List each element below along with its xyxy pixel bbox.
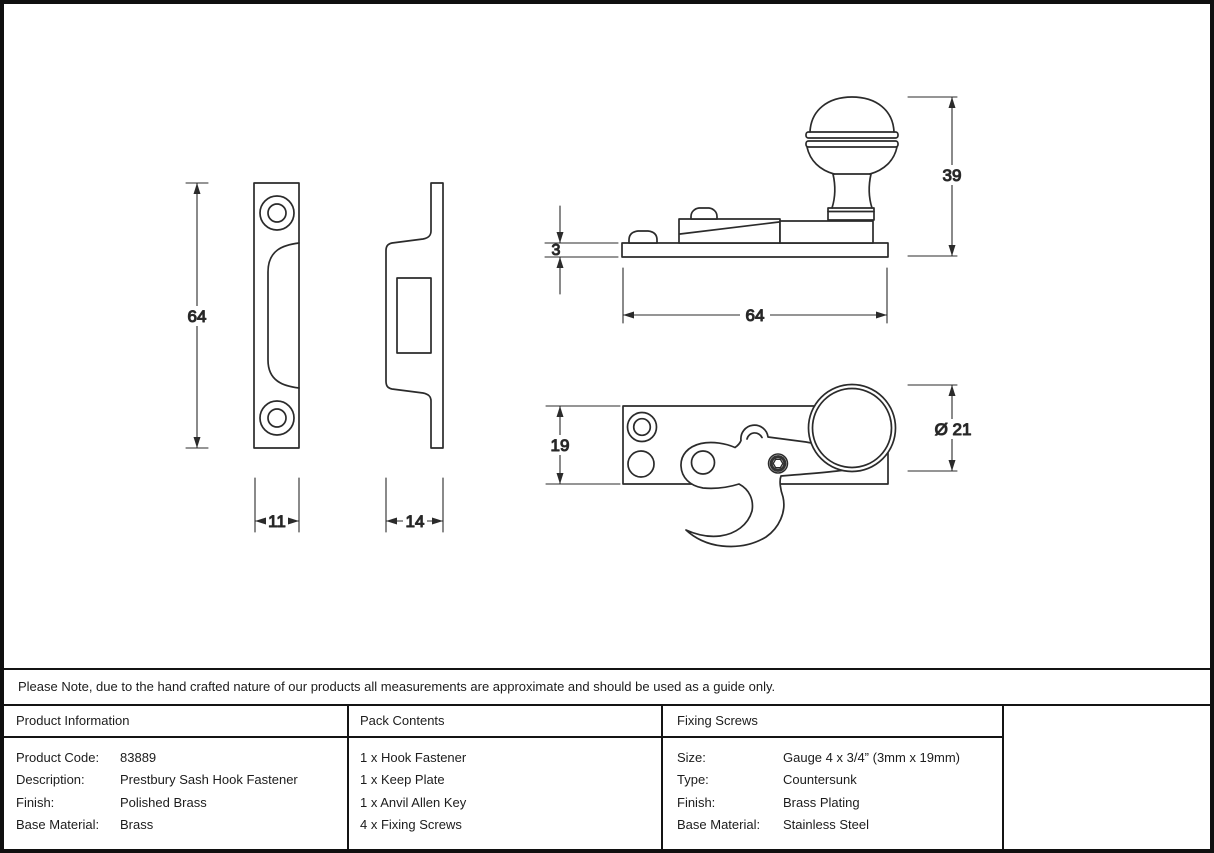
dimension-keep-plate-depth: 14	[385, 477, 444, 533]
keep-plate-front-view	[253, 182, 300, 449]
column-divider-2	[661, 704, 663, 849]
column-divider-3	[1002, 704, 1004, 849]
table-row: Finish: Brass Plating	[677, 795, 860, 811]
row-label: Finish:	[677, 795, 716, 810]
dimension-keep-plate-height: 64	[183, 182, 211, 449]
hook-pivot-hole	[690, 450, 716, 475]
keep-recess	[267, 242, 300, 389]
column-divider-1	[347, 704, 349, 849]
table-row: Description: Prestbury Sash Hook Fastene…	[16, 772, 298, 788]
knob-ring-1	[805, 131, 899, 139]
dimension-knob-diameter: Ø 21	[907, 384, 977, 472]
header-product-information: Product Information	[16, 713, 130, 728]
row-value: Polished Brass	[120, 795, 207, 810]
knob-ball-dome	[809, 96, 895, 133]
knob-ring-2	[805, 140, 899, 148]
row-value: 83889	[120, 750, 157, 765]
technical-drawing: 64 11 14	[183, 96, 977, 548]
keep-block	[678, 218, 781, 244]
pack-item: 1 x Anvil Allen Key	[360, 795, 466, 811]
screw-hole-plan	[626, 411, 658, 443]
screw-hole-top	[259, 195, 295, 231]
row-label: Product Code:	[16, 750, 100, 765]
hook-fastener-side-view	[621, 96, 899, 258]
note-row-top-line	[4, 668, 1210, 670]
svg-text:14: 14	[406, 512, 425, 531]
header-fixing-screws: Fixing Screws	[677, 713, 758, 728]
dimension-base-thickness: 3	[544, 205, 619, 295]
knob-neck	[831, 173, 873, 209]
lever-arm-side	[779, 220, 874, 244]
hook-boss-inner-arc	[746, 432, 763, 440]
pack-item-text: 4 x Fixing Screws	[360, 817, 462, 832]
row-value: Stainless Steel	[783, 817, 869, 832]
dimension-fastener-height: 39	[907, 96, 968, 257]
grub-screw	[767, 453, 789, 474]
table-row: Base Material: Stainless Steel	[677, 817, 869, 833]
row-value: Countersunk	[783, 772, 857, 787]
header-pack-contents: Pack Contents	[360, 713, 445, 728]
row-value: Brass Plating	[783, 795, 860, 810]
pack-item-text: 1 x Keep Plate	[360, 772, 445, 787]
base-plate-side	[621, 242, 889, 258]
table-row: Finish: Polished Brass	[16, 795, 207, 811]
svg-text:19: 19	[551, 436, 570, 455]
pack-item: 1 x Hook Fastener	[360, 750, 466, 766]
knob-flange	[827, 207, 875, 221]
pack-item: 1 x Keep Plate	[360, 772, 445, 788]
row-label: Description:	[16, 772, 85, 787]
svg-text:39: 39	[943, 166, 962, 185]
svg-text:11: 11	[268, 512, 286, 531]
knob-plan-inner	[811, 387, 893, 469]
row-label: Base Material:	[16, 817, 100, 832]
screw-hole-bottom	[259, 400, 295, 436]
hook-fastener-plan-view	[622, 383, 897, 548]
measurement-note: Please Note, due to the hand crafted nat…	[18, 679, 776, 694]
pack-item-text: 1 x Hook Fastener	[360, 750, 467, 765]
row-label: Finish:	[16, 795, 55, 810]
screw-head-left	[628, 230, 658, 244]
row-value: Gauge 4 x 3/4” (3mm x 19mm)	[783, 750, 960, 765]
table-row: Base Material: Brass	[16, 817, 153, 833]
table-row: Type: Countersunk	[677, 772, 857, 788]
svg-text:Ø 21: Ø 21	[935, 420, 972, 439]
svg-text:64: 64	[746, 306, 765, 325]
svg-text:3: 3	[552, 242, 561, 259]
dimension-fastener-length: 64	[622, 267, 888, 326]
dimension-keep-plate-width: 11	[254, 477, 300, 533]
row-label: Base Material:	[677, 817, 761, 832]
pack-item: 4 x Fixing Screws	[360, 817, 462, 833]
header-underline	[4, 736, 1004, 738]
hole-plain	[627, 450, 655, 478]
row-label: Size:	[677, 750, 706, 765]
hook-lever	[680, 424, 848, 548]
keep-side-recess	[396, 277, 432, 354]
table-row: Product Code: 83889	[16, 750, 156, 766]
row-value: Brass	[120, 817, 154, 832]
keep-plate-side-view	[385, 182, 444, 449]
table-row: Size: Gauge 4 x 3/4” (3mm x 19mm)	[677, 750, 960, 766]
dimension-base-plate-width: 19	[545, 405, 621, 485]
screw-head-middle	[690, 207, 718, 220]
knob-ball-lower	[806, 146, 898, 175]
row-value: Prestbury Sash Hook Fastener	[120, 772, 298, 787]
svg-text:64: 64	[188, 307, 207, 326]
note-row-bottom-line	[4, 704, 1210, 706]
pack-item-text: 1 x Anvil Allen Key	[360, 795, 467, 810]
dimensions: 64 11 14	[183, 96, 977, 533]
row-label: Type:	[677, 772, 709, 787]
